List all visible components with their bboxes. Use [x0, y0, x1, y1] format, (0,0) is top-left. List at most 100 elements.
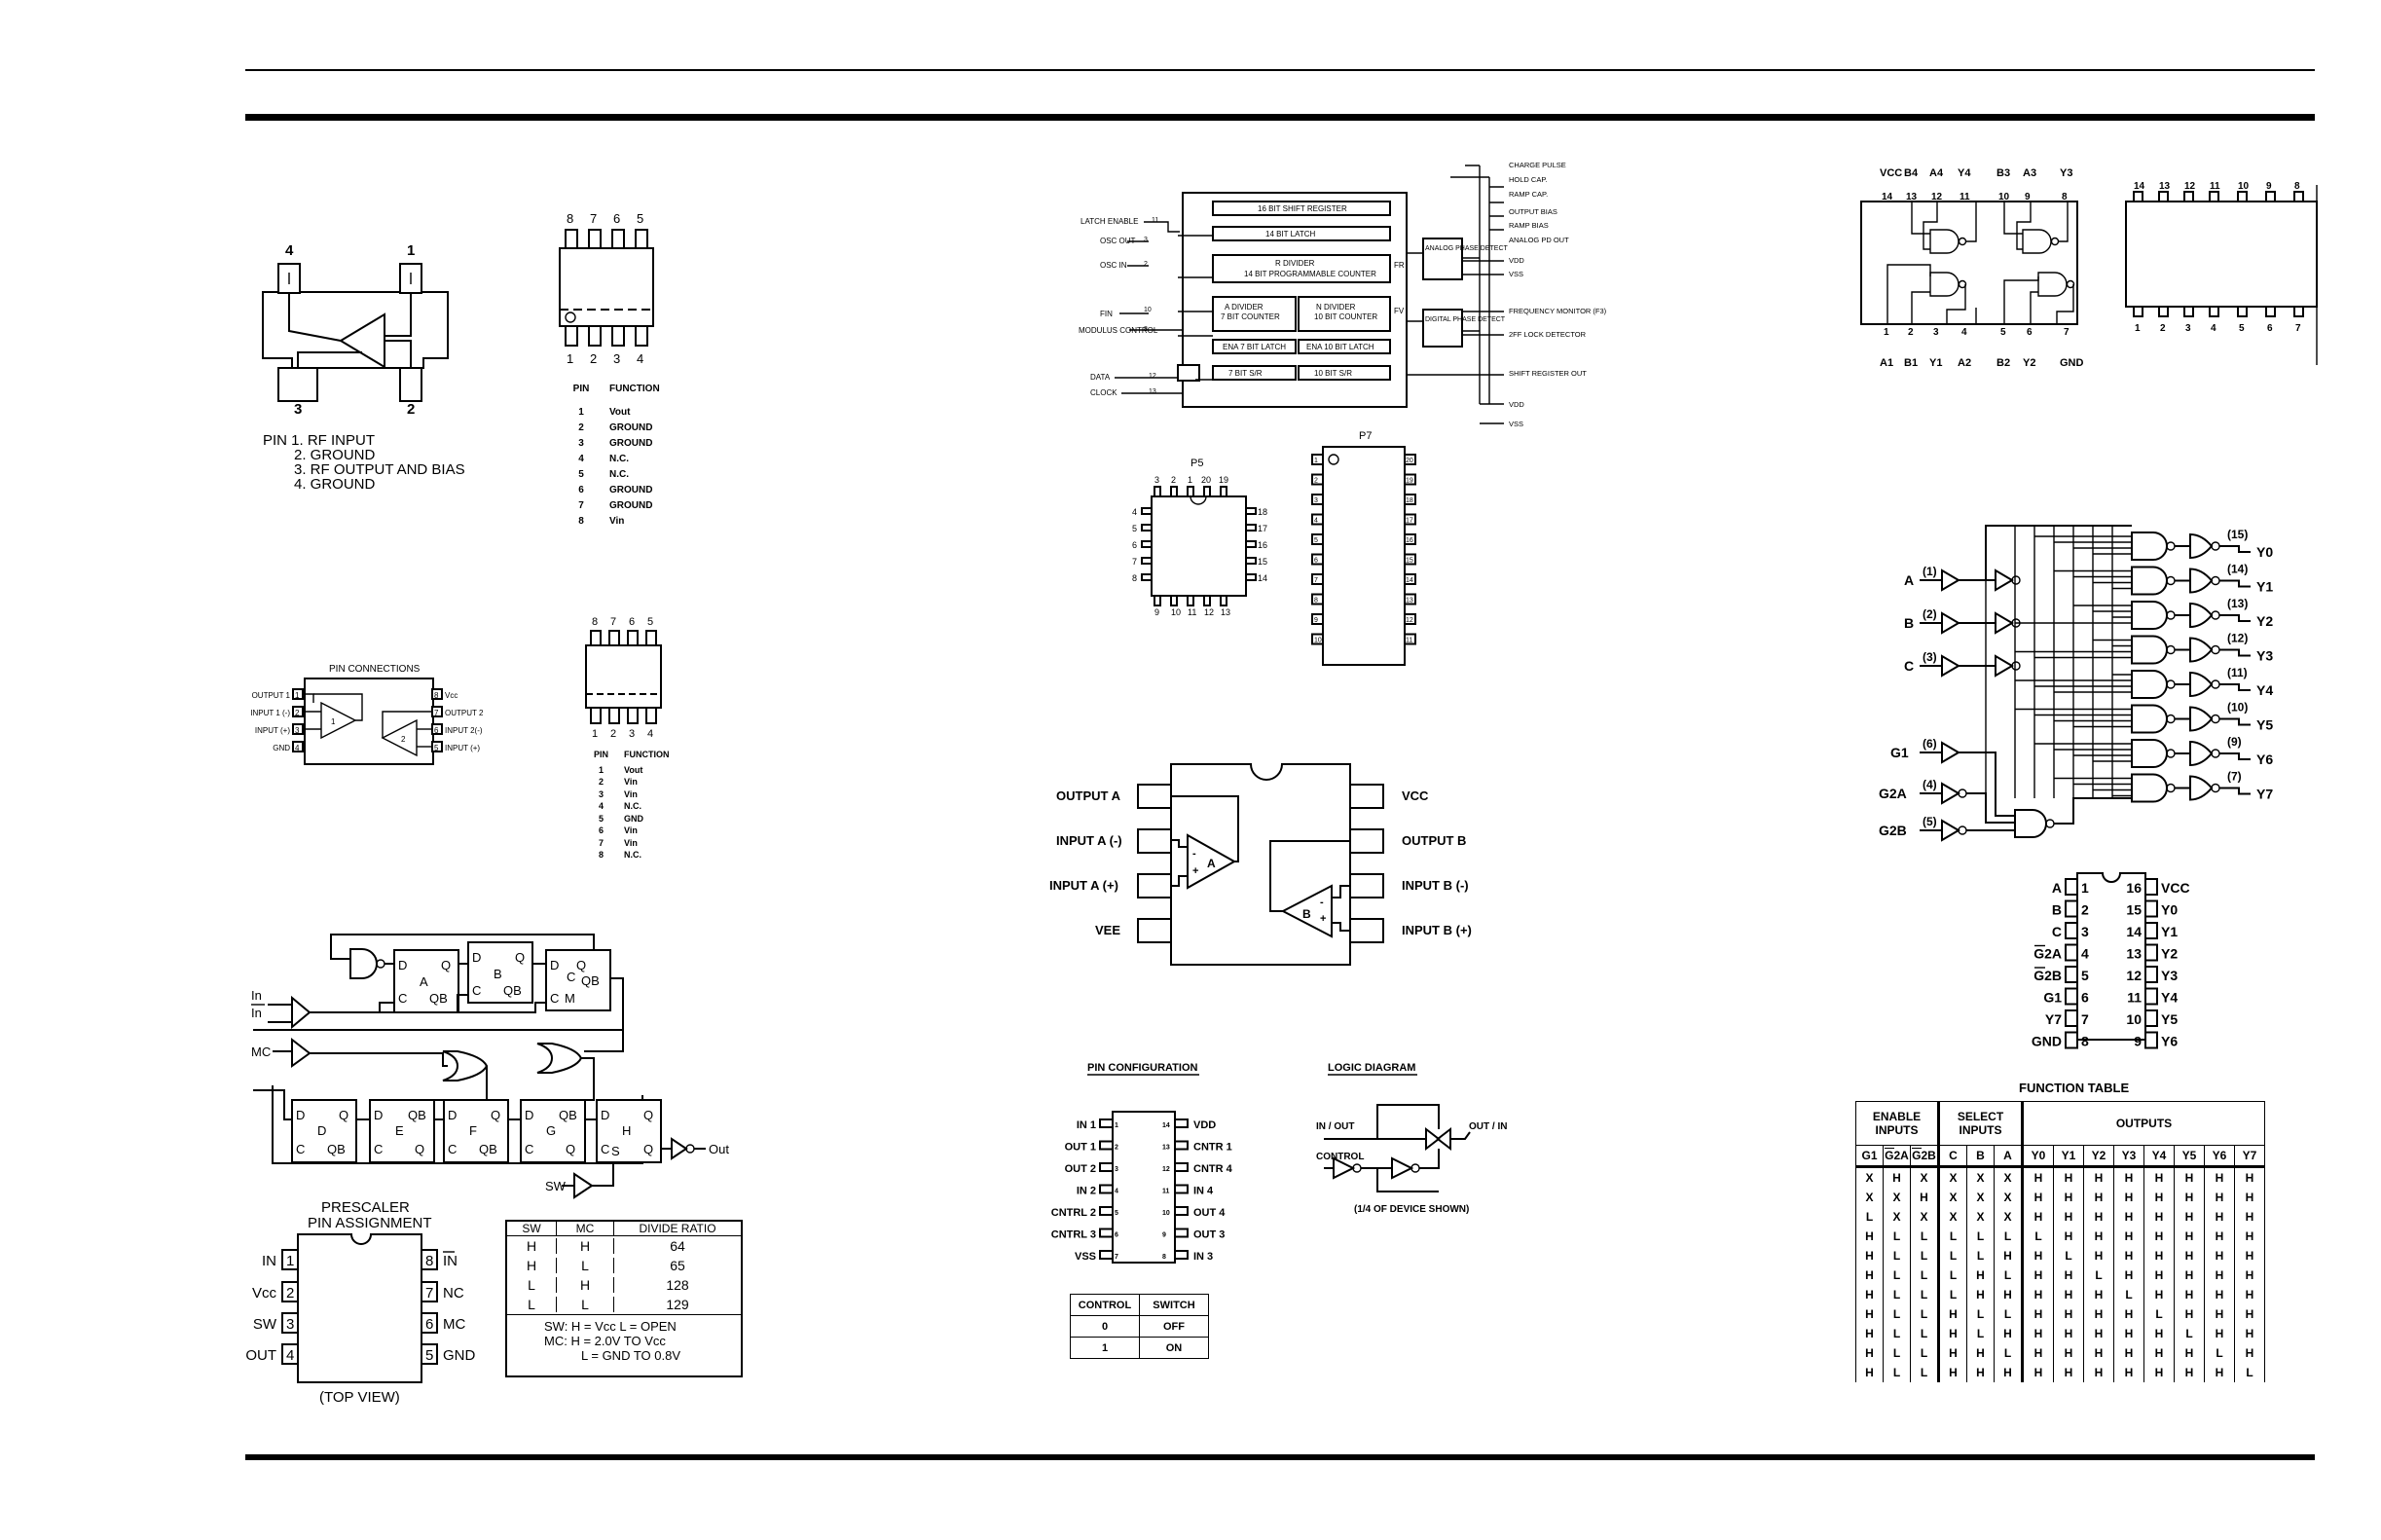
sw-right-pin-num: 11: [1162, 1189, 1170, 1195]
dec-dip-right-label: Y6: [2161, 1034, 2178, 1049]
qg-dip-bottom-pin: [2293, 306, 2304, 317]
svg-text:2: 2: [295, 709, 300, 717]
svg-text:C: C: [601, 1142, 609, 1156]
qg-dip-top-num: 12: [2184, 181, 2196, 192]
svg-text:10 BIT COUNTER: 10 BIT COUNTER: [1314, 312, 1377, 321]
svg-text:ANALOG PHASE DETECT: ANALOG PHASE DETECT: [1425, 245, 1509, 252]
dec-dip-left-label: Y7: [2045, 1011, 2062, 1027]
qg-dip-top-pin: [2133, 191, 2143, 202]
sw-right-label: VDD: [1193, 1119, 1216, 1131]
svg-text:SHIFT REGISTER OUT: SHIFT REGISTER OUT: [1509, 369, 1587, 378]
sot-pin-2: 2: [407, 401, 415, 418]
decoder-output-label: Y0: [2256, 544, 2273, 560]
vcc-label: VCC: [1402, 788, 1429, 803]
opamp-small-right-3: INPUT 2(-): [445, 726, 483, 735]
divide-note-mc: MC: H = 2.0V TO Vcc: [544, 1334, 666, 1348]
dual-opamp-large: OUTPUT A INPUT A (-) INPUT A (+) VEE VCC…: [1049, 763, 1472, 966]
qg-dip-top-num: 14: [2134, 181, 2145, 192]
svg-text:5: 5: [425, 1347, 433, 1364]
function-table-col-header: G2B: [1910, 1145, 1940, 1167]
svg-text:15: 15: [1258, 557, 1267, 567]
dec-dip-right-label: Y2: [2161, 946, 2178, 962]
svg-text:ENA 10 BIT LATCH: ENA 10 BIT LATCH: [1306, 343, 1374, 351]
p7-left-pin-num: 7: [1314, 577, 1318, 584]
decoder-input-label: C: [1904, 658, 1914, 674]
opamp-left-pin: [1137, 828, 1172, 854]
svg-text:1: 1: [295, 691, 300, 700]
svg-text:8: 8: [425, 1253, 433, 1269]
dec-dip-right-pin: [2144, 922, 2158, 939]
svg-text:A: A: [420, 974, 428, 989]
p7-title: P7: [1359, 430, 1372, 442]
p7-left-pin: [1311, 513, 1324, 526]
sw-left-pin-num: 4: [1115, 1189, 1118, 1195]
svg-text:2: 2: [286, 1285, 294, 1302]
function-table-col-header: A: [1994, 1145, 2024, 1167]
dec-dip-right-num: 13: [2126, 946, 2142, 962]
qg-top-num: 10: [1998, 192, 2010, 202]
p7-left-pin-num: 3: [1314, 497, 1318, 504]
decoder-input-label: A: [1904, 572, 1914, 588]
vee-label: VEE: [1095, 923, 1120, 937]
decoder-output-label: Y7: [2256, 787, 2273, 802]
svg-text:QB: QB: [503, 983, 522, 998]
sw-right-pin: [1174, 1162, 1189, 1172]
function-table-title: FUNCTION TABLE: [2019, 1081, 2130, 1095]
p7-left-pin-num: 5: [1314, 537, 1318, 544]
svg-text:7 BIT COUNTER: 7 BIT COUNTER: [1221, 312, 1280, 321]
svg-text:3: 3: [286, 1316, 294, 1333]
opamp-small-left-2: INPUT 1 (-): [250, 709, 290, 717]
decoder-output-pin: (10): [2227, 701, 2248, 715]
opamp-left-pin: [1137, 873, 1172, 898]
svg-text:A: A: [1207, 857, 1216, 870]
soic8a-pin-2: 2: [590, 351, 597, 366]
dec-dip-left-pin: [2065, 1009, 2078, 1027]
sw-left-pin: [1099, 1206, 1114, 1216]
logic-in-out: IN / OUT: [1316, 1121, 1354, 1132]
soic8a-pin-5: 5: [637, 211, 643, 226]
dec-dip-right-pin: [2144, 899, 2158, 918]
svg-text:B: B: [1302, 907, 1311, 921]
sw-right-label: IN 4: [1193, 1186, 1214, 1197]
svg-text:FR: FR: [1394, 261, 1405, 270]
divide-note-sw: SW: H = Vcc L = OPEN: [544, 1319, 677, 1334]
svg-text:C: C: [296, 1142, 305, 1156]
function-table-col-header: Y4: [2143, 1145, 2175, 1167]
dec-dip-left-label: G1: [2043, 990, 2062, 1006]
qg-top-label: A3: [2023, 167, 2036, 179]
svg-text:FREQUENCY MONITOR (F3): FREQUENCY MONITOR (F3): [1509, 307, 1607, 315]
dec-dip-left-num: 4: [2081, 946, 2089, 962]
svg-text:12: 12: [1149, 373, 1156, 380]
soic8a-pin-3: 3: [613, 351, 620, 366]
p7-left-pin-num: 9: [1314, 617, 1318, 624]
qg-dip-bottom-num: 7: [2295, 323, 2301, 334]
sw-left-pin-num: 3: [1115, 1166, 1118, 1173]
svg-text:8: 8: [1132, 573, 1137, 583]
opamp-small-right-4: INPUT (+): [445, 744, 480, 752]
input-a-plus-label: INPUT A (+): [1049, 878, 1118, 893]
opamp-small-left-3: INPUT (+): [255, 726, 290, 735]
decoder-output-pin: (15): [2227, 528, 2248, 541]
decoder-enable-label: G2A: [1879, 786, 1907, 801]
svg-text:5: 5: [434, 744, 439, 752]
dec-dip-left-pin: [2065, 922, 2078, 939]
svg-text:6: 6: [434, 726, 439, 735]
dec-dip-right-num: 10: [2126, 1011, 2142, 1027]
svg-text:13: 13: [1149, 388, 1156, 395]
svg-text:D: D: [296, 1108, 305, 1122]
divide-note-gnd: L = GND TO 0.8V: [581, 1348, 681, 1363]
dec-dip-right-pin: [2144, 966, 2158, 983]
svg-text:10: 10: [1144, 307, 1152, 313]
p7-left-pin-num: 10: [1314, 638, 1322, 644]
opamp-right-pin: [1349, 784, 1384, 809]
dec-dip-right-pin: [2144, 943, 2158, 962]
pin-connections-title: PIN CONNECTIONS: [329, 664, 421, 675]
svg-text:2: 2: [1171, 475, 1176, 485]
mc-label: MC: [251, 1045, 271, 1059]
svg-text:D: D: [550, 958, 559, 972]
dec-dip-left-pin: [2065, 987, 2078, 1006]
dec-dip-left-num: 1: [2081, 880, 2089, 896]
svg-text:C: C: [448, 1142, 457, 1156]
